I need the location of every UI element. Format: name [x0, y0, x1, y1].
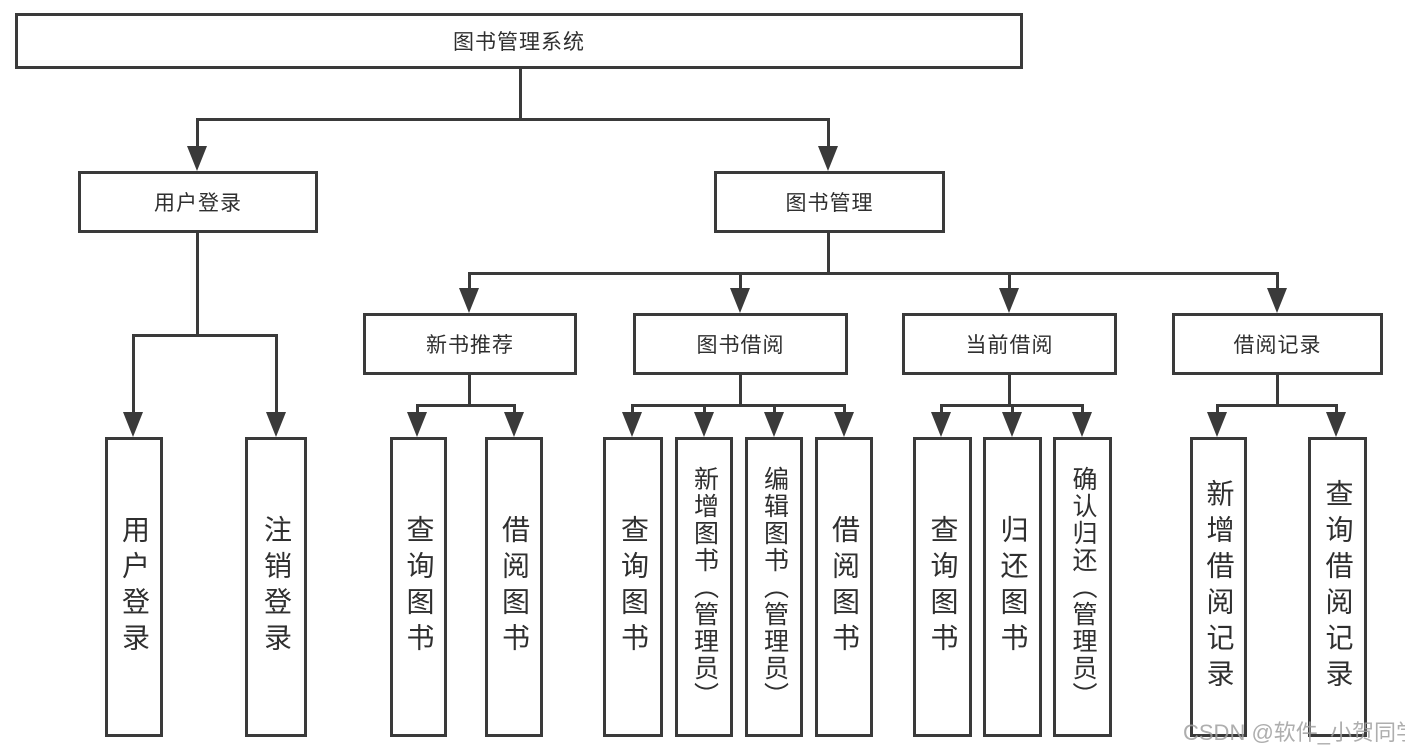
connector-drop-user-login — [196, 118, 199, 150]
arrow-down-bb-query — [622, 412, 642, 437]
arrow-down-bb-add — [694, 412, 714, 437]
connector-drop-leaf-logout — [275, 334, 278, 416]
connector-drop-bb-borrow — [843, 404, 846, 418]
leaf-user-login: 用户登录 — [105, 437, 163, 737]
arrow-down-cb-query — [931, 412, 951, 437]
connector-drop-borrow-records — [1276, 272, 1279, 292]
leaf-bb-edit-books: 编辑图书（管理员） — [745, 437, 803, 737]
node-root: 图书管理系统 — [15, 13, 1023, 69]
node-new-book-rec-label: 新书推荐 — [426, 334, 514, 357]
leaf-rec-borrow-books: 借阅图书 — [485, 437, 543, 737]
connector-drop-bb-edit — [773, 404, 776, 418]
connector-root-stem — [519, 69, 522, 120]
leaf-user-login-label: 用户登录 — [119, 515, 150, 659]
leaf-bb-borrow-books: 借阅图书 — [815, 437, 873, 737]
leaf-cb-confirm-return-label: 确认归还（管理员） — [1069, 465, 1097, 709]
leaf-bb-add-books-label: 新增图书（管理员） — [690, 465, 719, 709]
connector-drop-current-borrow — [1008, 272, 1011, 292]
leaf-br-query-record-label: 查询借阅记录 — [1322, 479, 1354, 695]
connector-drop-br-add — [1216, 404, 1219, 418]
csdn-watermark: CSDN @软件_小贺同学 — [1183, 720, 1405, 745]
leaf-bb-add-books: 新增图书（管理员） — [675, 437, 733, 737]
node-book-borrow-label: 图书借阅 — [696, 334, 785, 357]
arrow-down-cb-confirm — [1072, 412, 1092, 437]
node-book-mgmt-label: 图书管理 — [785, 192, 874, 215]
connector-drop-cb-query — [940, 404, 943, 418]
arrow-down-book-borrow — [730, 288, 750, 313]
leaf-bb-edit-books-label: 编辑图书（管理员） — [760, 465, 789, 709]
leaf-bb-query-books-label: 查询图书 — [618, 515, 649, 659]
leaf-cb-return-books: 归还图书 — [983, 437, 1042, 737]
connector-drop-book-borrow — [739, 272, 742, 292]
leaf-logout-label: 注销登录 — [261, 515, 292, 659]
connector-book-borrow-stem — [739, 375, 742, 407]
connector-book-mgmt-stem — [827, 233, 830, 275]
connector-current-borrow-stem — [1008, 375, 1011, 407]
arrow-down-br-query — [1326, 412, 1346, 437]
arrow-down-cb-return — [1002, 412, 1022, 437]
leaf-br-add-record: 新增借阅记录 — [1190, 437, 1247, 737]
connector-book-borrow-branch — [632, 404, 845, 407]
connector-drop-bb-query — [631, 404, 634, 418]
node-current-borrow-label: 当前借阅 — [965, 334, 1054, 357]
connector-root-branch — [197, 118, 830, 121]
arrow-down-br-add — [1207, 412, 1227, 437]
node-new-book-rec: 新书推荐 — [363, 313, 577, 375]
node-user-login-label: 用户登录 — [154, 192, 242, 215]
arrow-down-user-login — [187, 146, 207, 171]
leaf-rec-query-books: 查询图书 — [390, 437, 447, 737]
leaf-cb-return-books-label: 归还图书 — [997, 515, 1029, 659]
connector-drop-cb-confirm — [1081, 404, 1084, 418]
arrow-down-bb-edit — [764, 412, 784, 437]
connector-drop-book-mgmt — [827, 118, 830, 150]
arrow-down-book-mgmt — [818, 146, 838, 171]
arrow-down-bb-borrow — [834, 412, 854, 437]
node-book-mgmt: 图书管理 — [714, 171, 945, 233]
leaf-br-add-record-label: 新增借阅记录 — [1203, 479, 1235, 695]
leaf-bb-borrow-books-label: 借阅图书 — [829, 515, 860, 659]
node-current-borrow: 当前借阅 — [902, 313, 1117, 375]
arrow-down-leaf-login — [123, 412, 143, 437]
node-book-borrow: 图书借阅 — [633, 313, 848, 375]
leaf-cb-confirm-return: 确认归还（管理员） — [1053, 437, 1112, 737]
leaf-logout: 注销登录 — [245, 437, 307, 737]
arrow-down-new-book — [459, 288, 479, 313]
node-borrow-records-label: 借阅记录 — [1233, 334, 1322, 357]
arrow-down-leaf-logout — [266, 412, 286, 437]
node-root-label: 图书管理系统 — [453, 31, 585, 54]
arrow-down-rec-query — [407, 412, 427, 437]
connector-drop-br-query — [1335, 404, 1338, 418]
leaf-cb-query-books: 查询图书 — [913, 437, 972, 737]
connector-borrow-records-stem — [1276, 375, 1279, 407]
node-borrow-records: 借阅记录 — [1172, 313, 1383, 375]
connector-new-book-stem — [468, 375, 471, 407]
leaf-rec-query-books-label: 查询图书 — [403, 515, 435, 659]
leaf-cb-query-books-label: 查询图书 — [927, 515, 959, 659]
connector-book-mgmt-branch — [469, 272, 1278, 275]
leaf-br-query-record: 查询借阅记录 — [1308, 437, 1367, 737]
connector-borrow-records-branch — [1217, 404, 1338, 407]
connector-new-book-branch — [417, 404, 516, 407]
arrow-down-rec-borrow — [504, 412, 524, 437]
node-user-login: 用户登录 — [78, 171, 318, 233]
connector-user-login-stem — [196, 233, 199, 337]
connector-drop-new-book — [468, 272, 471, 292]
connector-drop-leaf-login — [132, 334, 135, 416]
arrow-down-current-borrow — [999, 288, 1019, 313]
connector-drop-bb-add — [703, 404, 706, 418]
connector-user-login-branch — [133, 334, 278, 337]
leaf-rec-borrow-books-label: 借阅图书 — [499, 515, 530, 659]
connector-drop-cb-return — [1011, 404, 1014, 418]
arrow-down-borrow-records — [1267, 288, 1287, 313]
connector-drop-rec-query — [416, 404, 419, 418]
connector-drop-rec-borrow — [513, 404, 516, 418]
leaf-bb-query-books: 查询图书 — [603, 437, 663, 737]
